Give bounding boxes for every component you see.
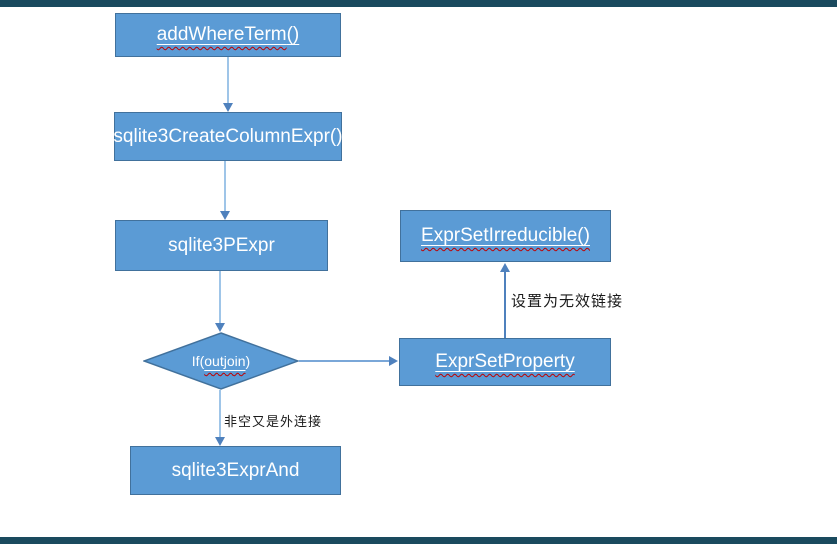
node-sqlite3pexpr-label: sqlite3PExpr: [168, 234, 275, 256]
diamond-shape: [143, 332, 299, 390]
arrowhead-down-3: [215, 323, 225, 332]
annotation-nonempty-outer-join: 非空又是外连接: [224, 414, 323, 429]
node-exprsetirreducible-label: ExprSetIrreducible(): [421, 225, 590, 246]
node-sqlite3pexpr: sqlite3PExpr: [115, 220, 328, 271]
annotation-set-invalid-link: 设置为无效链接: [511, 293, 624, 310]
node-exprsetproperty: ExprSetProperty: [399, 338, 611, 386]
arrowhead-right: [389, 356, 398, 366]
arrowhead-down-1: [223, 103, 233, 112]
bottom-border-bar: [0, 537, 837, 544]
node-sqlite3createcolumnexpr-label: sqlite3CreateColumnExpr(): [113, 125, 343, 147]
arrowhead-up: [500, 263, 510, 272]
node-addwhereterm: addWhereTerm(): [115, 13, 341, 57]
node-if-outjoin: If(outjoin): [143, 332, 299, 390]
node-sqlite3exprand-label: sqlite3ExprAnd: [171, 459, 300, 481]
arrowhead-down-2: [220, 211, 230, 220]
node-sqlite3createcolumnexpr: sqlite3CreateColumnExpr(): [113, 112, 343, 161]
top-border-bar: [0, 0, 837, 7]
node-addwhereterm-label: addWhereTerm(): [156, 24, 300, 45]
node-exprsetproperty-label: ExprSetProperty: [435, 351, 575, 372]
node-sqlite3exprand: sqlite3ExprAnd: [130, 446, 341, 495]
node-if-outjoin-label: If(outjoin): [191, 353, 251, 369]
node-exprsetirreducible: ExprSetIrreducible(): [400, 210, 611, 262]
arrowhead-down-4: [215, 437, 225, 446]
